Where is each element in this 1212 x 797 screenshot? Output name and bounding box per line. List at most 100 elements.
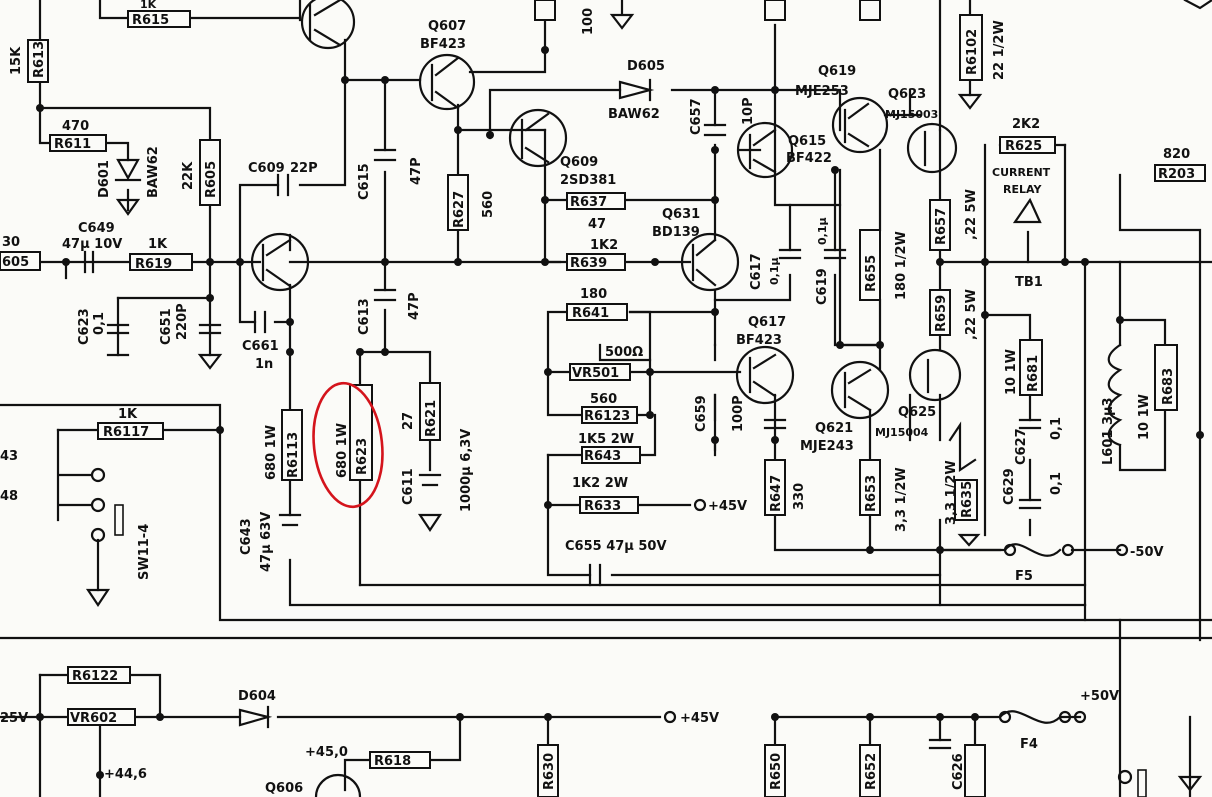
- label-sw11-4: SW11-4: [137, 524, 152, 580]
- label-r641: R641: [572, 306, 609, 321]
- label-r619-value: 1K: [148, 237, 168, 252]
- label-c619-value: 0,1µ: [816, 217, 829, 245]
- label-c657: C657: [689, 98, 704, 135]
- label-r639-value: 1K2: [590, 238, 618, 253]
- label-r613: R613: [32, 41, 47, 78]
- label-r683: R683: [1161, 368, 1176, 405]
- resistor-r613: [27, 39, 49, 83]
- label-left-value: 30: [2, 235, 20, 250]
- label-relay: RELAY: [1003, 183, 1042, 196]
- label-r643-value: 1K5 2W: [578, 432, 634, 447]
- label-r625-value: 2K2: [1012, 117, 1040, 132]
- label-q621: Q621: [815, 421, 853, 436]
- label-left-resistor: 605: [2, 255, 29, 270]
- label-44-6: +44,6: [104, 767, 147, 782]
- label-r605: R605: [204, 161, 219, 198]
- label-r633-value: 1K2 2W: [572, 476, 628, 491]
- label-r655: R655: [864, 255, 879, 292]
- label-c615-value: 47P: [409, 157, 424, 185]
- label-r623: R623: [355, 438, 370, 475]
- label-q619-value: MJE253: [795, 84, 849, 99]
- transistors: [250, 0, 962, 797]
- label-d604: D604: [238, 689, 276, 704]
- label-r643: R643: [584, 449, 621, 464]
- label-r637: R637: [570, 195, 607, 210]
- label-r653-value: 3,3 1/2W: [894, 467, 909, 532]
- label-r6113: R6113: [286, 432, 301, 478]
- label-tb1: TB1: [1015, 275, 1043, 290]
- label-q619: Q619: [818, 64, 856, 79]
- label-d605: D605: [627, 59, 665, 74]
- diodes: [114, 78, 655, 729]
- label-q623: Q623: [888, 87, 926, 102]
- label-c613: C613: [357, 298, 372, 335]
- label-r681: R681: [1026, 355, 1041, 392]
- label-c627: C627: [1014, 428, 1029, 465]
- label-c623: C623: [77, 308, 92, 345]
- label-c651: C651: [159, 308, 174, 345]
- label-vr501: VR501: [572, 366, 619, 381]
- label-r650: R650: [769, 753, 784, 790]
- label-c611-value: 1000µ 6,3V: [459, 429, 474, 512]
- label-r618: R618: [374, 754, 411, 769]
- label-r637-value: 47: [588, 217, 606, 232]
- label-c617: C617: [749, 253, 764, 290]
- label-r6122: R6122: [72, 669, 118, 684]
- label-r647-value: 330: [792, 483, 807, 510]
- label-43: 43: [0, 449, 18, 464]
- label-r659: R659: [934, 295, 949, 332]
- label-r657-value: ,22 5W: [964, 189, 979, 240]
- label-c627-value: 0,1: [1049, 417, 1064, 440]
- label-r6117: R6117: [103, 425, 149, 440]
- label-r627-value: 560: [481, 191, 496, 218]
- highlight-ellipse-r623: [312, 381, 384, 509]
- label-r621-value: 27: [401, 412, 416, 430]
- label-r647: R647: [769, 475, 784, 512]
- label-c611: C611: [401, 468, 416, 505]
- label-r605-value: 22K: [181, 161, 196, 190]
- label-c617-value: 0,1µ: [768, 257, 781, 285]
- label-r633: R633: [584, 499, 621, 514]
- label-minus50v: -50V: [1130, 545, 1164, 560]
- label-r657: R657: [934, 208, 949, 245]
- junction-dots: [36, 46, 1204, 779]
- label-r6102-value: 22 1/2W: [992, 20, 1007, 80]
- label-r6123: R6123: [584, 409, 630, 424]
- label-r6102: R6102: [965, 29, 980, 75]
- label-r203: R203: [1158, 167, 1195, 182]
- label-l601: L601 3µ3: [1101, 397, 1116, 465]
- label-f4: F4: [1020, 737, 1038, 752]
- label-c626: C626: [951, 753, 966, 790]
- label-plus45-0: +45,0: [305, 745, 348, 760]
- label-c661-value: 1n: [255, 357, 273, 372]
- label-c613-value: 47P: [407, 292, 422, 320]
- label-q615-value: BF422: [786, 151, 832, 166]
- label-c661: C661: [242, 339, 279, 354]
- label-current: CURRENT: [992, 166, 1051, 179]
- label-r615: R615: [132, 13, 169, 28]
- label-r623-value: 680 1W: [335, 423, 350, 478]
- label-c659-value: 100P: [731, 395, 746, 432]
- label-q617: Q617: [748, 315, 786, 330]
- label-plus50v: +50V: [1080, 689, 1119, 704]
- label-r6113-value: 680 1W: [264, 425, 279, 480]
- label-c651-value: 220P: [175, 303, 190, 340]
- label-r630: R630: [542, 753, 557, 790]
- label-r641-value: 180: [580, 287, 607, 302]
- label-q609-value: 2SD381: [560, 173, 616, 188]
- label-48: 48: [0, 489, 18, 504]
- label-c643: C643: [239, 518, 254, 555]
- label-r621: R621: [424, 400, 439, 437]
- label-q607-value: BF423: [420, 37, 466, 52]
- label-r681-value: 10 1W: [1004, 349, 1019, 395]
- label-r6123-value: 560: [590, 392, 617, 407]
- label-r627: R627: [452, 191, 467, 228]
- label-r613-value: 15K: [9, 46, 24, 75]
- label-c629: C629: [1002, 468, 1017, 505]
- label-r203-value: 820: [1163, 147, 1190, 162]
- capacitors: [83, 123, 1042, 750]
- label-25v: 25V: [0, 711, 28, 726]
